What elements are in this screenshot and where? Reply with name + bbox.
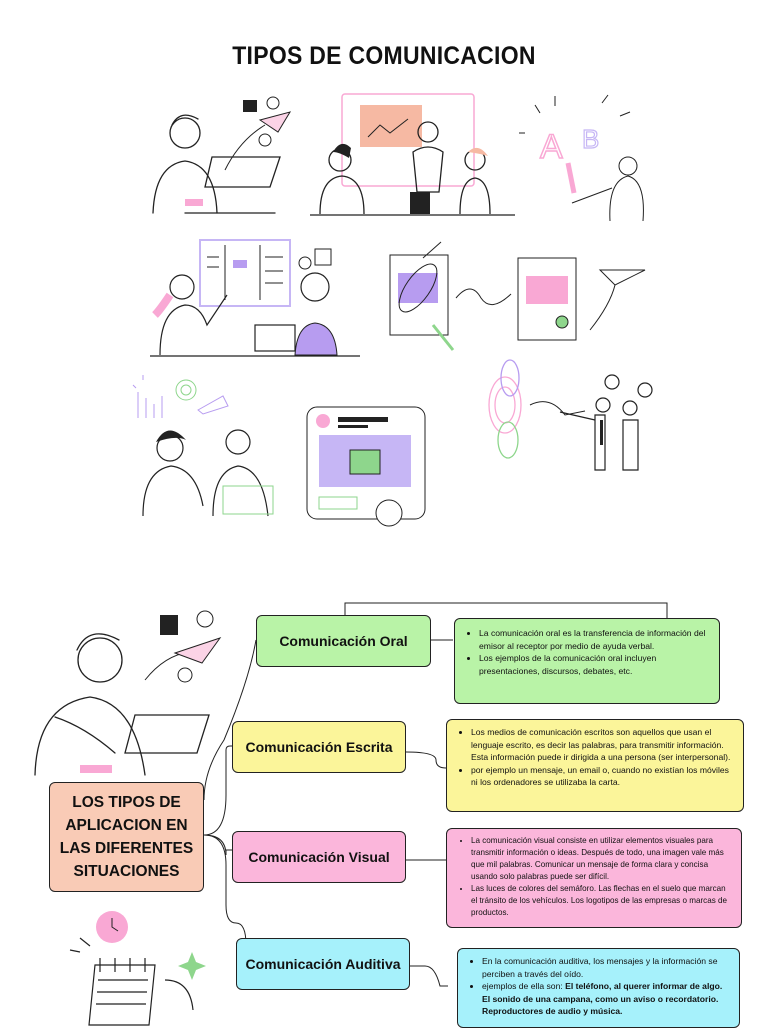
target-business-illustration [488,359,653,471]
shopping-app-illustration [306,406,426,527]
visual-heading-box: Comunicación Visual [232,831,406,883]
presentation-meeting-illustration [310,93,515,216]
oral-bullet: Los ejemplos de la comunicación oral inc… [479,652,709,677]
whiteboard-planning-illustration [150,239,360,357]
oral-bullet: La comunicación oral es la transferencia… [479,627,709,652]
auditiva-bullet: ejemplos de ella son: El teléfono, al qu… [482,980,729,1018]
document-exchange-illustration [389,241,577,351]
escrita-heading: Comunicación Escrita [245,739,393,755]
oral-description-box: La comunicación oral es la transferencia… [454,618,720,704]
auditiva-bullet: En la comunicación auditiva, los mensaje… [482,955,729,980]
central-topic: LOS TIPOS DE APLICACION EN LAS DIFERENTE… [59,794,194,880]
central-topic-box: LOS TIPOS DE APLICACION EN LAS DIFERENTE… [49,782,204,892]
person-laptop-illustration [34,610,222,776]
oral-heading-box: Comunicación Oral [256,615,431,667]
person-laptop-illustration [152,96,292,214]
escrita-heading-box: Comunicación Escrita [232,721,406,773]
escrita-bullet: Los medios de comunicación escritos son … [471,726,733,764]
svg-text:A: A [540,128,563,166]
svg-text:B: B [582,124,599,154]
auditiva-description-box: En la comunicación auditiva, los mensaje… [457,948,740,1028]
visual-description-box: La comunicación visual consiste en utili… [446,828,742,928]
visual-bullet: Las luces de colores del semáforo. Las f… [471,883,731,919]
oral-heading: Comunicación Oral [279,633,408,649]
auditiva-heading-box: Comunicación Auditiva [236,938,410,990]
brainstorm-illustration [132,375,274,517]
auditiva-heading: Comunicación Auditiva [245,956,401,972]
escrita-description-box: Los medios de comunicación escritos son … [446,719,744,812]
escrita-bullet: por ejemplo un mensaje, un email o, cuan… [471,764,733,789]
alphabet-learning-illustration: A B [519,94,644,222]
page-title: TIPOS DE COMUNICACION [232,42,536,70]
calendar-illustration [69,911,206,1026]
visual-heading: Comunicación Visual [248,849,390,865]
paper-plane-icon [589,269,646,331]
visual-bullet: La comunicación visual consiste en utili… [471,835,731,883]
